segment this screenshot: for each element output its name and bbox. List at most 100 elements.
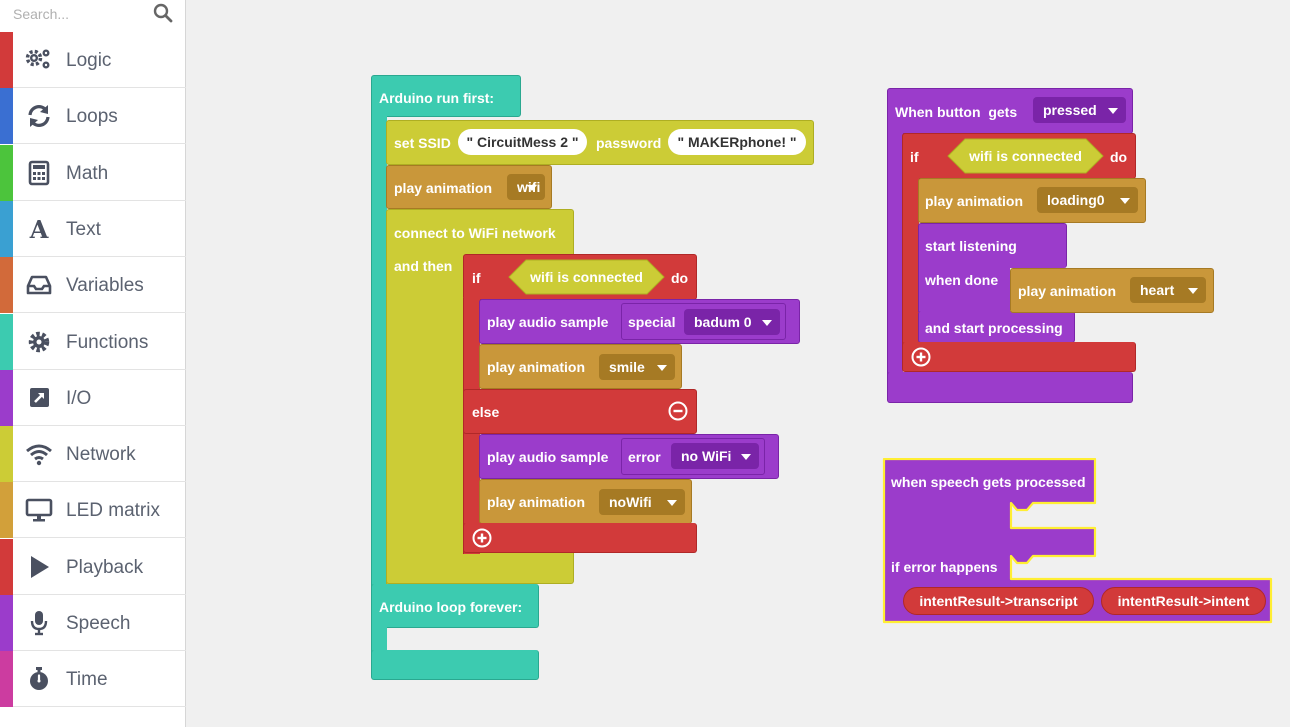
- category-label: Text: [66, 218, 101, 240]
- do-label: do: [1110, 149, 1128, 165]
- play-animation-label: play animation: [487, 359, 586, 375]
- gears-icon: [25, 47, 53, 73]
- add-else-if-icon[interactable]: [911, 347, 931, 367]
- play-animation-label: play animation: [487, 494, 586, 510]
- ssid-value-field[interactable]: " CircuitMess 2 ": [458, 129, 587, 155]
- category-color-swatch: [0, 257, 13, 314]
- loop-forever-body: [371, 584, 539, 628]
- else-section: [463, 389, 697, 434]
- play-audio-label: play audio sample: [487, 449, 609, 465]
- category-label: LED matrix: [66, 500, 160, 522]
- condition-label: wifi is connected: [530, 269, 643, 285]
- category-playback[interactable]: Playback: [0, 538, 186, 595]
- loop-forever-label: Arduino loop forever:: [379, 599, 523, 615]
- play-animation-label: play animation: [394, 180, 493, 196]
- category-label: Playback: [66, 556, 144, 578]
- toolbox-search: [0, 0, 186, 27]
- audio-sample-dropdown[interactable]: no WiFi: [671, 443, 759, 469]
- run-first-body: [371, 75, 521, 117]
- speech-block-shape: [882, 458, 1273, 624]
- animation-dropdown-loading[interactable]: loading0: [1037, 187, 1138, 213]
- play-animation-label: play animation: [1018, 283, 1117, 299]
- category-color-swatch: [0, 651, 13, 708]
- else-label: else: [472, 404, 500, 420]
- add-else-if-icon[interactable]: [472, 528, 492, 548]
- transcript-variable[interactable]: intentResult->transcript: [903, 587, 1094, 615]
- category-functions[interactable]: Functions: [0, 313, 186, 370]
- category-math[interactable]: Math: [0, 144, 186, 201]
- animation-dropdown-wifi[interactable]: wifi: [507, 174, 545, 200]
- if-error-label: if error happens: [891, 559, 998, 575]
- category-text[interactable]: A Text: [0, 200, 186, 257]
- wifi-connected-condition[interactable]: wifi is connected: [947, 138, 1104, 174]
- if-label: if: [910, 149, 919, 165]
- connect-wifi-spine: [386, 250, 464, 584]
- category-label: Speech: [66, 613, 131, 634]
- start-listening-block[interactable]: [918, 223, 1067, 268]
- connect-wifi-block[interactable]: [386, 209, 574, 256]
- connect-wifi-label: connect to WiFi network: [394, 225, 556, 241]
- category-color-swatch: [0, 426, 13, 483]
- category-color-swatch: [0, 200, 13, 257]
- play-animation-loading-block[interactable]: [918, 178, 1146, 223]
- category-color-swatch: [0, 369, 13, 426]
- category-color-swatch: [0, 32, 13, 88]
- refresh-icon: [25, 103, 53, 129]
- category-label: Variables: [66, 275, 144, 297]
- calculator-icon: [25, 160, 53, 186]
- wifi-connected-condition[interactable]: wifi is connected: [508, 259, 665, 295]
- condition-label: wifi is connected: [969, 148, 1082, 164]
- remove-else-icon[interactable]: [668, 401, 688, 421]
- run-first-label: Arduino run first:: [379, 90, 495, 106]
- button-if-footer: [902, 342, 1136, 372]
- animation-dropdown-smile[interactable]: smile: [599, 354, 675, 380]
- when-done-label: when done: [925, 272, 999, 288]
- inbox-icon: [25, 272, 53, 298]
- animation-dropdown-nowifi[interactable]: noWifi: [599, 489, 685, 515]
- intent-variable[interactable]: intentResult->intent: [1101, 587, 1266, 615]
- button-header-label: When button gets: [895, 104, 1018, 120]
- gear-icon: [25, 329, 53, 355]
- audio-error-label: error: [628, 449, 661, 465]
- password-label: password: [596, 135, 662, 151]
- button-if-spine: [902, 176, 919, 346]
- animation-dropdown-heart[interactable]: heart: [1130, 277, 1206, 303]
- category-speech[interactable]: Speech: [0, 595, 186, 651]
- search-input[interactable]: [0, 0, 150, 27]
- if-label: if: [472, 270, 481, 286]
- start-listening-spine: [918, 262, 1010, 312]
- password-value-field[interactable]: " MAKERphone! ": [668, 129, 806, 155]
- connect-wifi-bottom: [386, 552, 574, 584]
- category-variables[interactable]: Variables: [0, 257, 186, 314]
- audio-special-label: special: [628, 314, 676, 330]
- external-link-icon: [25, 385, 53, 411]
- play-animation-label: play animation: [925, 193, 1024, 209]
- category-i-o[interactable]: I/O: [0, 369, 186, 426]
- category-loops[interactable]: Loops: [0, 88, 186, 145]
- category-logic[interactable]: Logic: [0, 32, 186, 88]
- do-label: do: [671, 270, 689, 286]
- category-color-swatch: [0, 144, 13, 201]
- category-color-swatch: [0, 88, 13, 145]
- set-ssid-label: set SSID: [394, 135, 451, 151]
- wifi-icon: [25, 441, 53, 467]
- and-then-label: and then: [394, 258, 453, 274]
- category-label: Loops: [66, 106, 118, 128]
- loop-forever-footer: [371, 650, 539, 680]
- category-led-matrix[interactable]: LED matrix: [0, 482, 186, 539]
- button-state-dropdown[interactable]: pressed: [1033, 97, 1126, 123]
- category-label: Network: [66, 444, 136, 466]
- category-label: Logic: [66, 50, 112, 71]
- stopwatch-icon: [25, 666, 53, 692]
- audio-sample-dropdown[interactable]: badum 0: [684, 309, 780, 335]
- category-color-swatch: [0, 538, 13, 595]
- category-time[interactable]: Time: [0, 651, 186, 708]
- category-label: Time: [66, 669, 108, 691]
- letter-a-icon: A: [25, 215, 53, 244]
- start-processing-label: and start processing: [925, 320, 1063, 336]
- category-color-swatch: [0, 482, 13, 539]
- category-network[interactable]: Network: [0, 426, 186, 483]
- play-audio-label: play audio sample: [487, 314, 609, 330]
- category-label: Math: [66, 162, 109, 184]
- search-icon[interactable]: [152, 2, 174, 24]
